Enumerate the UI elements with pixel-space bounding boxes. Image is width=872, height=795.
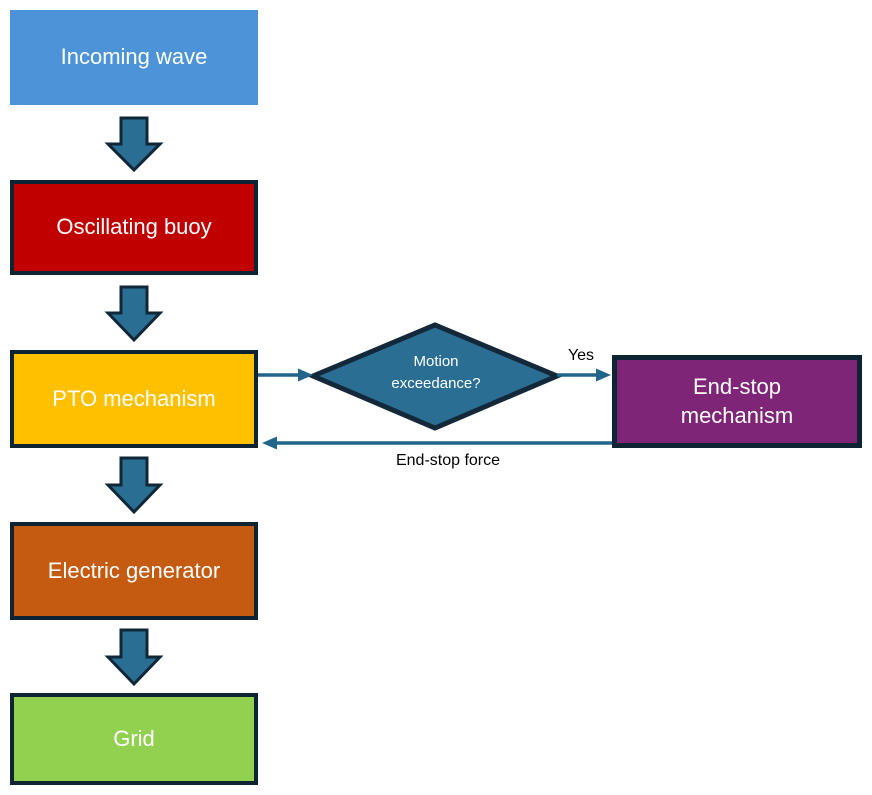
yes-edge-label: Yes bbox=[567, 347, 595, 364]
arrowhead-right-icon bbox=[596, 368, 611, 382]
down-arrow-icon bbox=[104, 285, 164, 343]
node-end-stop-mechanism: End-stop mechanism bbox=[612, 355, 862, 448]
down-arrow-icon bbox=[104, 116, 164, 173]
arrowhead-left-icon bbox=[262, 436, 277, 450]
node-oscillating-buoy: Oscillating buoy bbox=[10, 180, 258, 275]
decision-label: Motion exceedance? bbox=[391, 353, 481, 392]
node-label: Oscillating buoy bbox=[56, 214, 212, 240]
node-label: End-stop mechanism bbox=[680, 373, 794, 428]
node-label: PTO mechanism bbox=[52, 385, 216, 411]
arrowhead-right-icon bbox=[298, 368, 313, 382]
node-label: Incoming wave bbox=[60, 44, 208, 70]
node-pto-mechanism: PTO mechanism bbox=[10, 350, 258, 448]
node-label: Electric generator bbox=[47, 557, 221, 583]
node-electric-generator: Electric generator bbox=[10, 522, 258, 620]
down-arrow-icon bbox=[104, 456, 164, 515]
end-stop-force-edge-label: End-stop force bbox=[395, 452, 501, 469]
node-incoming-wave: Incoming wave bbox=[10, 10, 258, 105]
node-grid: Grid bbox=[10, 693, 258, 785]
node-label: Grid bbox=[113, 725, 155, 751]
down-arrow-icon bbox=[104, 628, 164, 687]
